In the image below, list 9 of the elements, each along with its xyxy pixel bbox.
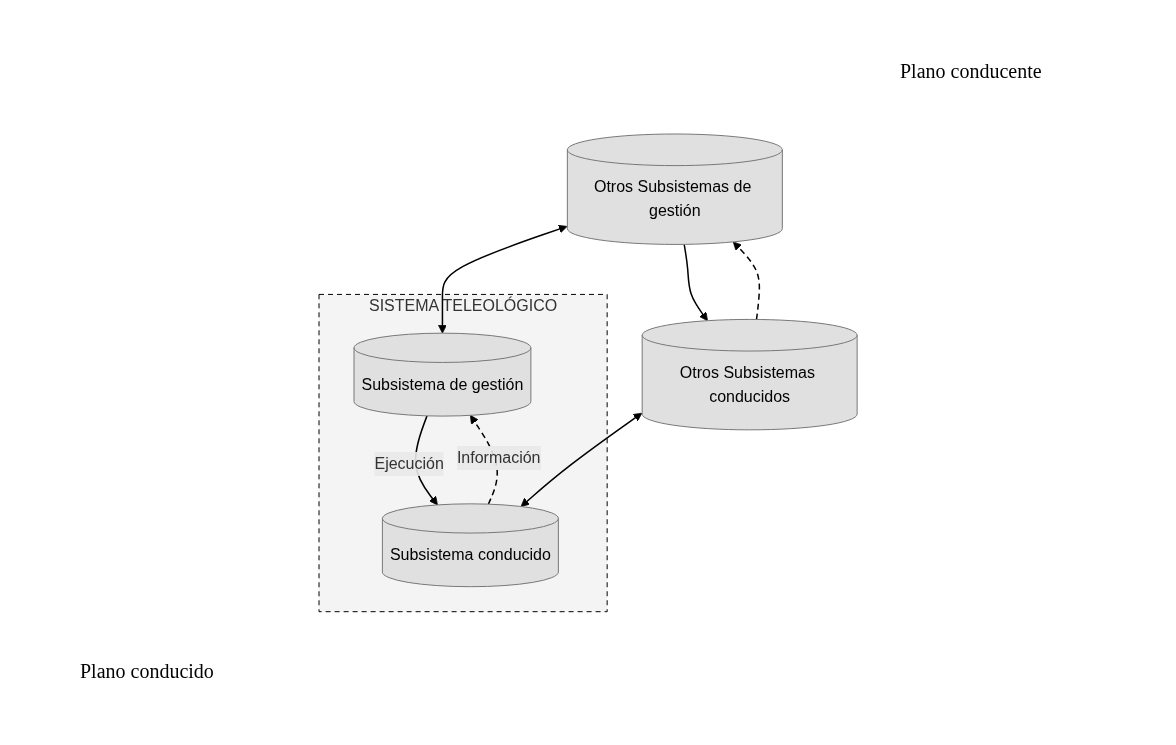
plane-label: Plano conducente: [900, 60, 1042, 83]
arrow: [437, 224, 568, 334]
arrow: [520, 412, 643, 507]
edge-label: Información: [456, 448, 541, 466]
arrow: [732, 241, 761, 320]
arrow: [469, 414, 498, 505]
edge-label: Ejecución: [374, 454, 444, 472]
arrow: [683, 243, 708, 321]
plane-label: Plano conducido: [80, 660, 214, 683]
